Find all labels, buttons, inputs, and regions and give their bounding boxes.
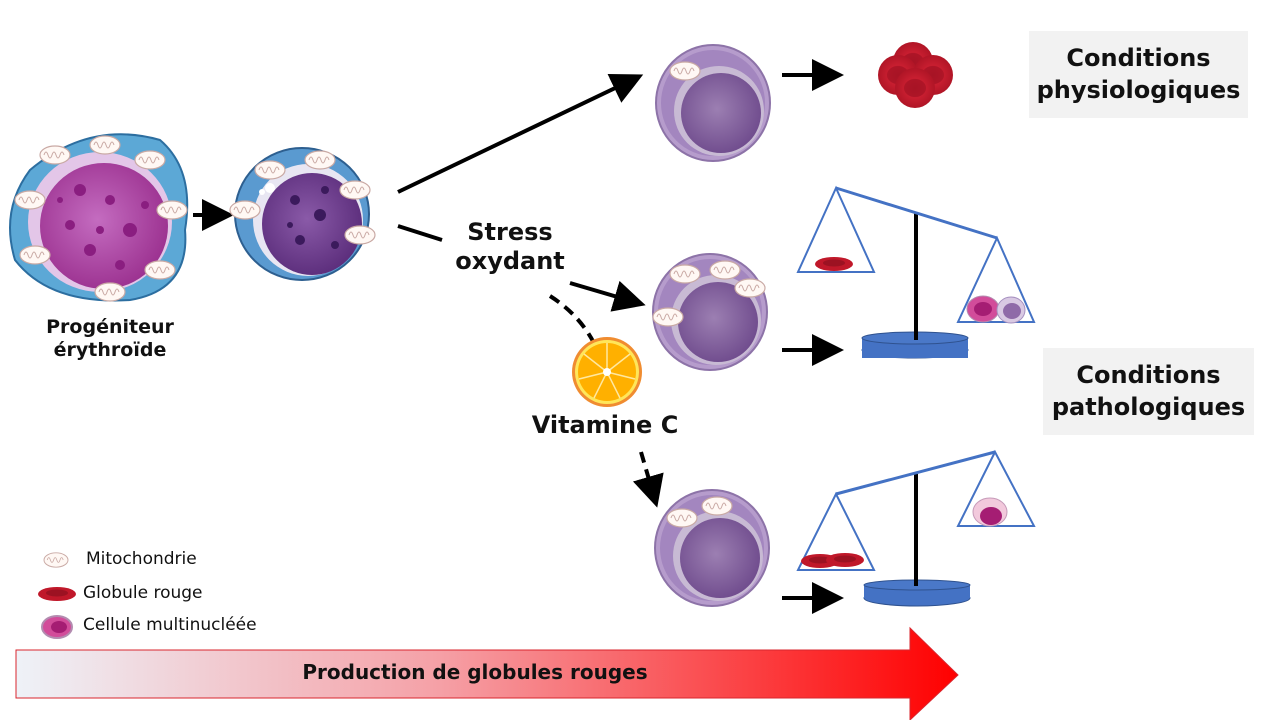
box-physiological-line1: Conditions: [1066, 44, 1211, 73]
red-blood-cell-icon: [815, 257, 853, 271]
orange-slice-icon: [572, 337, 642, 407]
box-pathological: Conditions pathologiques: [1043, 348, 1254, 435]
arrow-physiological: [397, 73, 644, 194]
label-progenitor-line2: érythroïde: [53, 338, 167, 361]
label-stress-line1: Stress: [467, 218, 553, 246]
legend-item-multinucleated: Cellule multinucléée: [83, 615, 257, 635]
multinucleated-cell-icon: [972, 497, 1008, 527]
red-blood-cell-icon: [38, 587, 76, 601]
box-physiological-line2: physiologiques: [1036, 75, 1241, 104]
legend-item-rbc: Globule rouge: [83, 583, 203, 603]
legend-label: Mitochondrie: [86, 549, 197, 569]
production-arrow: [15, 626, 959, 720]
box-physiological: Conditions physiologiques: [1029, 31, 1248, 118]
dashed-stress-to-vitamin: [548, 294, 597, 346]
box-pathological-line1: Conditions: [1076, 361, 1221, 390]
production-label: Production de globules rouges: [302, 660, 648, 684]
label-stress-line2: oxydant: [455, 246, 565, 275]
balance-scale-pathological: [796, 185, 1036, 359]
label-stress: Stress oxydant: [440, 218, 580, 276]
proerythroblast-cell-icon: [229, 147, 376, 281]
mitochondria-icon: [43, 552, 69, 568]
erythroblast-cell-bottom-icon: [654, 489, 770, 607]
multinucleated-cell-icon: [41, 615, 73, 639]
red-blood-cells-cluster-icon: [878, 42, 953, 108]
multinucleated-cell-icon: [966, 295, 1026, 324]
progenitor-cell-icon: [9, 133, 189, 302]
balance-scale-vitamin: [796, 449, 1036, 607]
line-to-stress: [397, 224, 443, 242]
legend-item-mitochondria: Mitochondrie: [86, 549, 197, 569]
dashed-arrow-vitamin: [632, 451, 664, 508]
label-progenitor: Progéniteur érythroïde: [20, 316, 200, 362]
erythroblast-cell-top-icon: [655, 44, 771, 162]
legend-label: Cellule multinucléée: [83, 615, 257, 635]
box-pathological-line2: pathologiques: [1051, 392, 1246, 421]
label-vitamin-c: Vitamine C: [531, 411, 679, 439]
arrow-stress: [569, 280, 646, 312]
legend-label: Globule rouge: [83, 583, 203, 603]
erythroblast-cell-middle-icon: [652, 253, 768, 371]
label-progenitor-line1: Progéniteur: [46, 316, 174, 338]
legend-icons: [38, 552, 76, 639]
